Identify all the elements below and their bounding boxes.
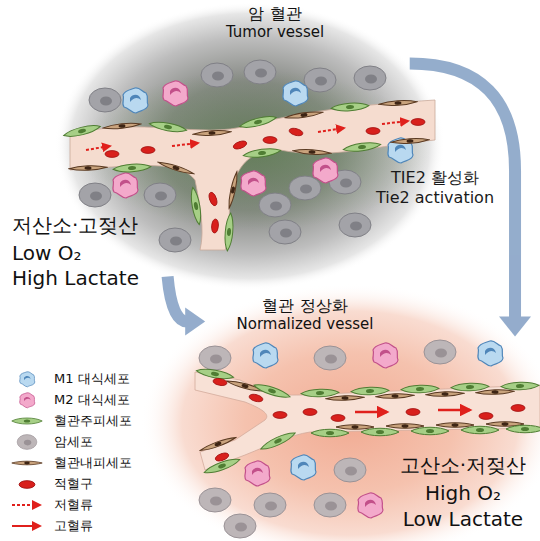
- macrophage-icon: [20, 392, 35, 407]
- legend-text: M2 대식세포: [54, 392, 130, 408]
- edge-label: TIE2 활성화 Tie2 activation: [376, 168, 495, 208]
- region-title: 혈관 정상화: [262, 296, 347, 315]
- endothelial-icon: [12, 461, 42, 465]
- tumor-vessel-region: 암 혈관Tumor vessel저산소·고젖산Low O₂High Lactat…: [55, 2, 445, 290]
- condition-text: Low O₂: [12, 241, 82, 265]
- legend-row: 혈관주피세포: [8, 410, 132, 431]
- region-outline: [140, 283, 540, 541]
- condition-text: 저산소·고젖산: [12, 213, 138, 237]
- legend-swatch: [8, 411, 48, 431]
- legend-text: 혈관내피세포: [54, 455, 132, 471]
- condition-text: High Lactate: [12, 266, 139, 290]
- legend-row: 고혈류: [8, 515, 132, 536]
- arrow-shaft: [168, 277, 188, 322]
- legend-text: M1 대식세포: [54, 371, 130, 387]
- legend-swatch: [8, 390, 48, 410]
- cancer-cell-icon: [17, 434, 37, 449]
- text-holder: Low Lactate: [403, 507, 523, 531]
- region-subtitle: Normalized vessel: [237, 315, 374, 333]
- rbc-icon: [19, 480, 35, 488]
- legend-swatch: [8, 369, 48, 389]
- legend-text: 저혈류: [54, 497, 93, 513]
- normalized-vessel-region: 혈관 정상화Normalized vessel 고산소·저젖산 High O₂Low…: [150, 288, 540, 541]
- region-outline: [55, 2, 445, 290]
- macrophage-icon: [20, 371, 35, 386]
- text-holder: 혈관 정상화: [262, 296, 347, 315]
- region-title: 암 혈관: [248, 4, 301, 23]
- legend-swatch: [8, 432, 48, 452]
- legend-swatch: [8, 453, 48, 473]
- legend-row: 저혈류: [8, 494, 132, 515]
- text-holder: High Lactate: [12, 266, 139, 290]
- pericyte-icon: [12, 418, 42, 424]
- condition-text: Low Lactate: [403, 507, 523, 531]
- text-holder: Tumor vessel: [226, 23, 324, 41]
- legend-text: 고혈류: [54, 518, 93, 534]
- region-blob: [55, 2, 445, 290]
- legend-row: 암세포: [8, 431, 132, 452]
- legend-row: 적혈구: [8, 473, 132, 494]
- legend-swatch: [8, 516, 48, 536]
- text-holder: Low O₂: [12, 241, 82, 265]
- high-flow-arrow: [12, 525, 40, 527]
- legend-text: 혈관주피세포: [54, 413, 132, 429]
- legend-swatch: [8, 495, 48, 515]
- legend-row: 혈관내피세포: [8, 452, 132, 473]
- text-holder: 저산소·고젖산: [12, 213, 138, 237]
- text-holder: High O₂: [425, 481, 501, 505]
- legend-text: 적혈구: [54, 476, 93, 492]
- low-flow-arrow: [12, 504, 40, 506]
- region-subtitle: Tumor vessel: [226, 23, 324, 41]
- condition-text: 고산소·저젖산: [400, 453, 526, 477]
- legend-text: 암세포: [54, 434, 93, 450]
- text-holder: 암 혈관: [248, 4, 301, 23]
- legend: M1 대식세포 M2 대식세포혈관주피세포암세포혈관내피세포적혈구저혈류고혈류: [8, 368, 132, 536]
- legend-row: M1 대식세포: [8, 368, 132, 389]
- legend-row: M2 대식세포: [8, 389, 132, 410]
- legend-swatch: [8, 474, 48, 494]
- condition-text: High O₂: [425, 481, 501, 505]
- text-holder: Normalized vessel: [237, 315, 374, 333]
- label-holder: TIE2 활성화 Tie2 activation: [376, 168, 495, 208]
- text-holder: 고산소·저젖산: [400, 453, 526, 477]
